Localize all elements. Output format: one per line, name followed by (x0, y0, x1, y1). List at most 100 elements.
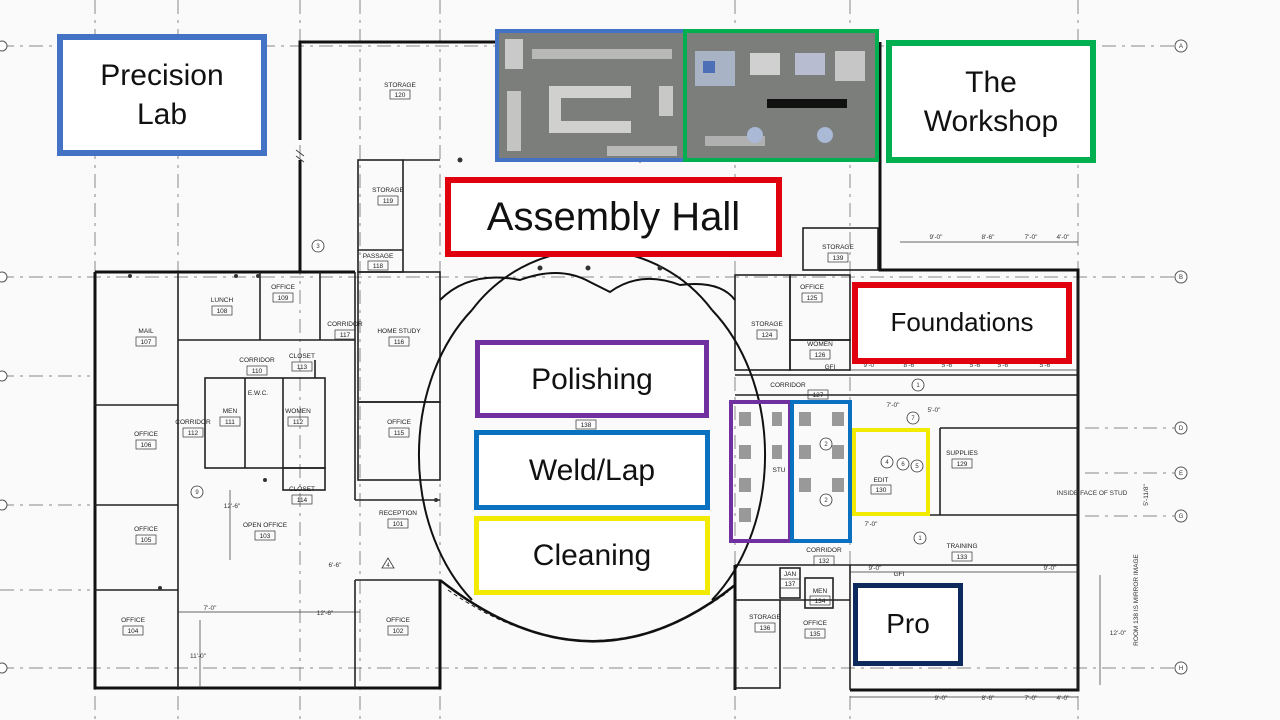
svg-text:115: 115 (394, 430, 405, 437)
svg-text:7'-0": 7'-0" (887, 402, 901, 409)
precision-lab-render (497, 31, 685, 160)
zone-weld-lap-label: Weld/Lap (528, 453, 656, 487)
svg-text:E.W.C.: E.W.C. (248, 390, 268, 397)
svg-text:129: 129 (957, 461, 968, 468)
svg-text:135: 135 (810, 631, 821, 638)
svg-text:OFFICE: OFFICE (800, 284, 824, 291)
svg-text:8'-6": 8'-6" (904, 362, 918, 369)
zone-pro[interactable]: Pro (853, 583, 963, 666)
svg-text:107: 107 (141, 339, 152, 346)
zone-polishing[interactable]: Polishing (475, 340, 709, 418)
svg-text:114: 114 (297, 497, 308, 504)
svg-text:5'-11/8": 5'-11/8" (1143, 484, 1150, 506)
detail-bubble-2b: 2 (819, 493, 833, 507)
svg-text:OPEN OFFICE: OPEN OFFICE (243, 522, 288, 529)
svg-text:118: 118 (373, 263, 384, 270)
svg-text:HOME STUDY: HOME STUDY (377, 328, 421, 335)
svg-text:CORRIDOR: CORRIDOR (806, 547, 842, 554)
svg-text:7'-0": 7'-0" (1025, 234, 1039, 241)
svg-text:4: 4 (386, 563, 390, 569)
svg-text:7'-0": 7'-0" (865, 521, 879, 528)
svg-text:9'-0": 9'-0" (869, 565, 883, 572)
svg-text:STU: STU (773, 467, 786, 474)
grid-bubble-left-4 (0, 499, 8, 511)
svg-text:2: 2 (824, 442, 828, 448)
svg-text:125: 125 (807, 295, 818, 302)
svg-text:ROOM 138 IS MIRROR IMAGE: ROOM 138 IS MIRROR IMAGE (1133, 553, 1140, 645)
zone-assembly-hall-label: Assembly Hall (486, 195, 741, 239)
detail-bubble-1a: 1 (911, 378, 925, 392)
svg-text:9'-0": 9'-0" (935, 695, 949, 702)
svg-text:4: 4 (885, 460, 889, 466)
svg-text:8'-6": 8'-6" (982, 234, 996, 241)
zone-foundations-label: Foundations (890, 307, 1034, 338)
svg-text:OFFICE: OFFICE (803, 620, 827, 627)
svg-text:G: G (1179, 514, 1184, 520)
svg-text:RECEPTION: RECEPTION (379, 510, 417, 517)
svg-text:H: H (1179, 666, 1183, 672)
dimension-strings (178, 241, 1101, 698)
zone-foundations[interactable]: Foundations (852, 282, 1072, 364)
svg-text:STORAGE: STORAGE (372, 187, 404, 194)
cleaning-area-outline (852, 428, 930, 516)
svg-text:2: 2 (824, 498, 828, 504)
equipment-marks (739, 412, 844, 522)
zone-cleaning-label: Cleaning (532, 539, 652, 572)
svg-text:CLOSET: CLOSET (289, 353, 315, 360)
room-labels: STORAGE 120 STORAGE 119 PASSAGE 118 STOR… (121, 82, 979, 639)
svg-text:STORAGE: STORAGE (751, 321, 783, 328)
svg-text:119: 119 (383, 198, 394, 205)
svg-text:112: 112 (293, 419, 304, 426)
svg-text:124: 124 (762, 332, 773, 339)
zone-cleaning[interactable]: Cleaning (474, 516, 710, 595)
workshop-photo (685, 31, 877, 160)
svg-text:MAIL: MAIL (138, 328, 154, 335)
detail-bubble-2a: 2 (819, 437, 833, 451)
svg-text:113: 113 (297, 364, 308, 371)
zone-the-workshop[interactable]: The Workshop (886, 40, 1096, 163)
svg-text:CORRIDOR: CORRIDOR (239, 357, 275, 364)
svg-text:WOMEN: WOMEN (285, 408, 311, 415)
svg-text:110: 110 (252, 368, 263, 375)
svg-text:SUPPLIES: SUPPLIES (946, 450, 978, 457)
svg-text:133: 133 (957, 554, 968, 561)
svg-text:5: 5 (915, 464, 919, 470)
svg-text:CORRIDOR: CORRIDOR (327, 321, 363, 328)
interior-walls (95, 159, 1079, 690)
svg-text:130: 130 (876, 487, 887, 494)
grid-bubble-e: E (1174, 466, 1188, 480)
svg-text:105: 105 (141, 537, 152, 544)
zone-precision-lab[interactable]: Precision Lab (57, 34, 267, 156)
weld-lap-area-outline (790, 400, 852, 543)
side-notes: INSIDE FACE OF STUD ROOM 138 IS MIRROR I… (1057, 484, 1150, 646)
svg-text:109: 109 (278, 295, 289, 302)
svg-text:JAN: JAN (784, 571, 797, 578)
zone-assembly-hall[interactable]: Assembly Hall (445, 177, 782, 257)
svg-text:OFFICE: OFFICE (387, 419, 411, 426)
svg-text:1: 1 (918, 536, 922, 542)
svg-text:GFI: GFI (825, 364, 836, 371)
svg-text:CORRIDOR: CORRIDOR (770, 382, 806, 389)
svg-text:7: 7 (911, 416, 915, 422)
svg-text:CORRIDOR: CORRIDOR (175, 419, 211, 426)
grid-bubble-left-3 (0, 370, 8, 382)
svg-text:A: A (1179, 44, 1183, 50)
detail-bubble-3: 3 (311, 239, 325, 253)
grid-bubble-g: G (1174, 509, 1188, 523)
svg-text:5'-6": 5'-6" (998, 362, 1012, 369)
svg-text:132: 132 (819, 558, 830, 565)
zone-pro-label: Pro (886, 608, 930, 640)
svg-text:OFFICE: OFFICE (134, 526, 158, 533)
svg-text:12'-0": 12'-0" (1110, 630, 1127, 637)
svg-text:TRAINING: TRAINING (946, 543, 977, 550)
svg-text:MEN: MEN (223, 408, 238, 415)
svg-text:4'-0": 4'-0" (1057, 234, 1071, 241)
svg-text:120: 120 (395, 92, 406, 99)
svg-text:12'-6": 12'-6" (224, 503, 241, 510)
zone-the-workshop-label: The Workshop (923, 65, 1059, 138)
svg-text:117: 117 (340, 332, 351, 339)
zone-weld-lap[interactable]: Weld/Lap (474, 430, 710, 510)
detail-bubble-7: 7 (906, 411, 920, 425)
detail-bubble-4: 4 (880, 455, 894, 469)
grid-bubble-a: A (1174, 39, 1188, 53)
